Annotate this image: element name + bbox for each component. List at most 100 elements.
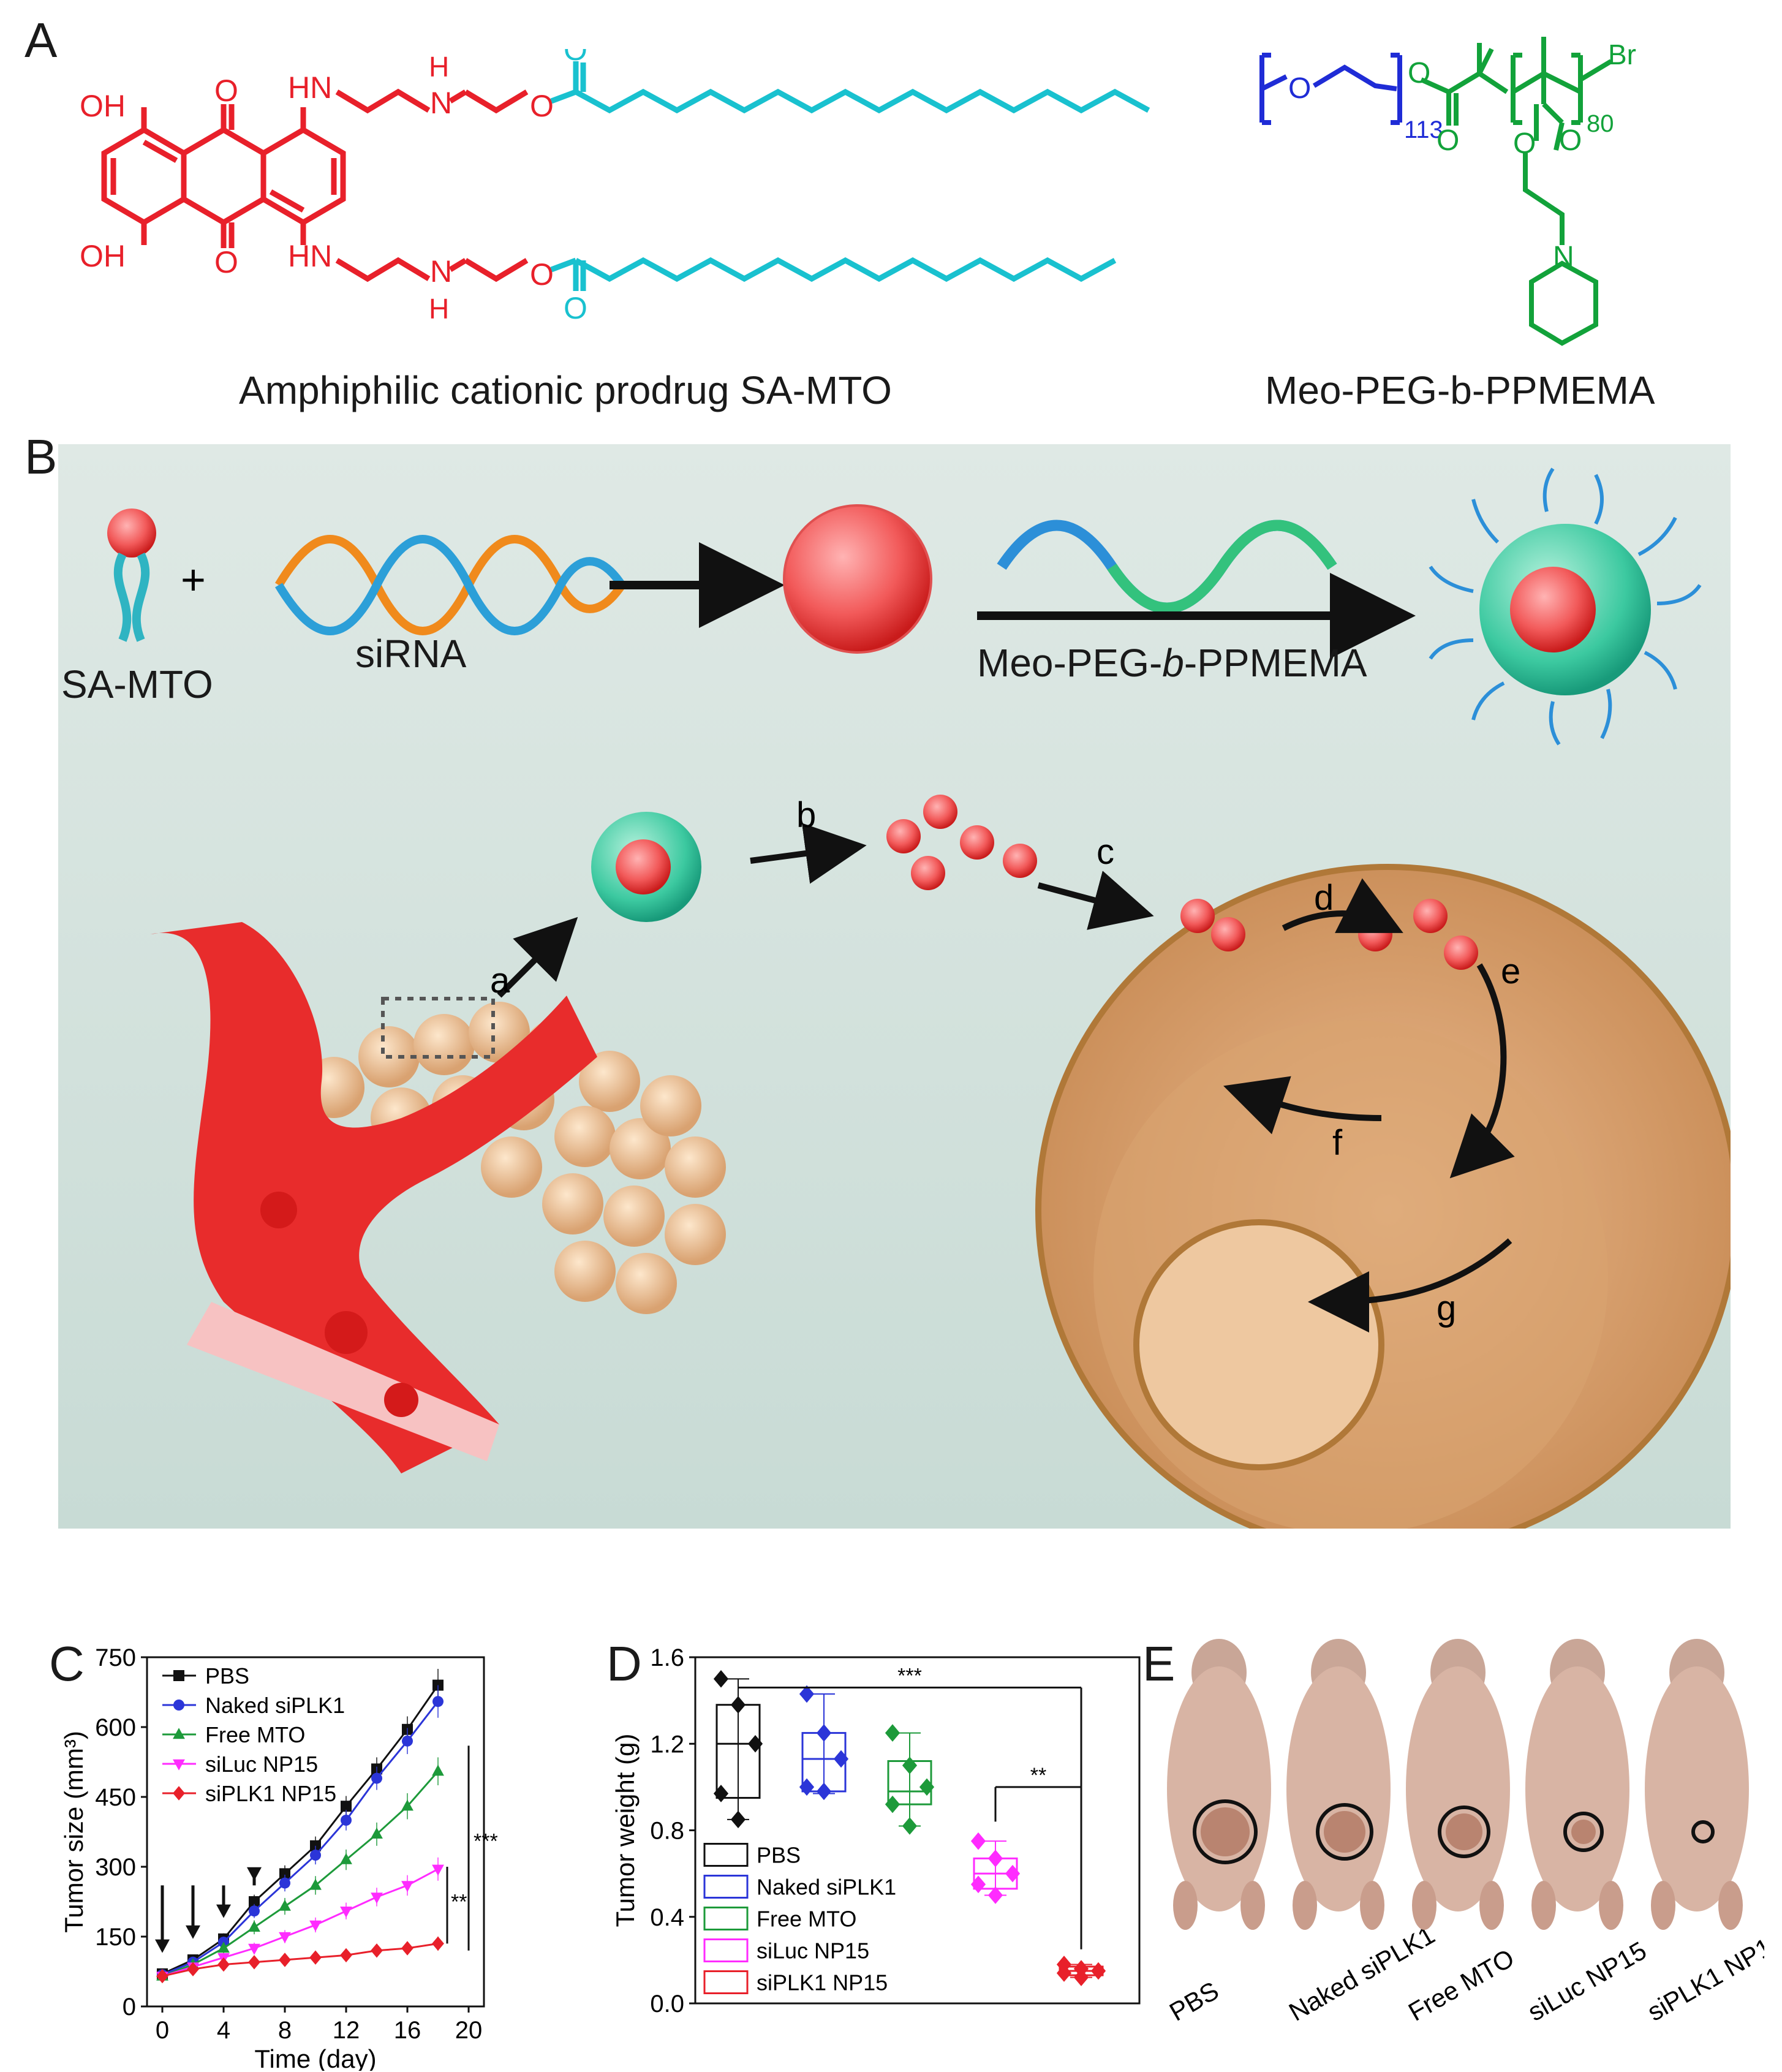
mouse-leg xyxy=(1173,1881,1198,1930)
panel-label-e: E xyxy=(1142,1636,1176,1691)
piperidine-n: N xyxy=(1553,241,1574,273)
data-point xyxy=(279,1932,291,1943)
arrow-step-f xyxy=(1223,1076,1382,1135)
y-tick-label: 0.0 xyxy=(650,1991,684,2017)
carbonyl-o-ppmema: O xyxy=(1437,124,1459,157)
legend-label: siLuc NP15 xyxy=(757,1938,869,1964)
data-point xyxy=(371,1772,382,1784)
y-tick-label: 300 xyxy=(95,1854,136,1881)
legend-swatch xyxy=(703,1875,749,1899)
data-point xyxy=(816,1724,832,1742)
data-point xyxy=(902,1756,918,1774)
tumor-circle xyxy=(1193,1799,1258,1864)
y-tick-label: 1.6 xyxy=(650,1644,684,1671)
data-point xyxy=(432,1764,444,1776)
data-point xyxy=(248,1943,260,1955)
mouse-leg xyxy=(1599,1881,1623,1930)
data-point xyxy=(401,1799,413,1811)
nucleus xyxy=(1133,1219,1384,1470)
assembly-schematic: + xyxy=(107,467,1731,1529)
arrow-step-g xyxy=(1308,1238,1512,1333)
step-b-label: b xyxy=(796,795,816,835)
data-point xyxy=(1005,1864,1021,1883)
series-line xyxy=(162,1868,439,1978)
sa-mto-icon xyxy=(107,509,156,642)
significance-label: *** xyxy=(897,1664,922,1687)
data-point xyxy=(310,1850,321,1861)
mouse-group-label: PBS xyxy=(1165,1976,1223,2027)
legend-marker xyxy=(173,1670,184,1681)
sa-mto-icon-label: SA-MTO xyxy=(61,662,213,706)
tumor xyxy=(1201,1807,1250,1856)
data-point xyxy=(340,1853,352,1864)
y-axis-label: Tumor size (mm³) xyxy=(59,1731,88,1933)
data-point xyxy=(248,1955,260,1970)
x-tick-label: 12 xyxy=(333,2017,360,2044)
mouse xyxy=(1167,1639,1271,1930)
step-d-label: d xyxy=(1314,878,1334,918)
significance-label: ** xyxy=(451,1890,467,1913)
mouse-leg xyxy=(1240,1881,1265,1930)
data-point xyxy=(730,1810,746,1829)
step-e-label: e xyxy=(1501,951,1520,991)
legend-label: PBS xyxy=(205,1663,249,1688)
data-point xyxy=(217,1957,230,1972)
mouse-leg xyxy=(1531,1881,1556,1930)
arrow-step-d xyxy=(1282,878,1403,933)
data-point xyxy=(902,1817,918,1835)
ester-o-bottom: O xyxy=(530,257,554,292)
legend-label: Naked siPLK1 xyxy=(205,1693,345,1718)
h-label-top: H xyxy=(429,51,449,83)
dosing-arrowhead xyxy=(186,1925,200,1939)
data-point xyxy=(309,1950,322,1965)
mouse-body xyxy=(1525,1666,1629,1911)
dosing-arrowhead xyxy=(155,1939,170,1953)
mouse xyxy=(1406,1639,1510,1930)
mouse-leg xyxy=(1412,1881,1437,1930)
oh-label-top: OH xyxy=(80,89,126,123)
legend-label: Free MTO xyxy=(205,1722,305,1747)
meo-peg-caption: Meo-PEG-b-PPMEMA xyxy=(1265,368,1655,412)
x-axis-label: Time (day) xyxy=(254,2044,376,2071)
data-point xyxy=(713,1670,729,1688)
legend-swatch xyxy=(703,1907,749,1930)
data-point xyxy=(432,1696,444,1707)
ppmema-block xyxy=(1420,37,1613,346)
tumor xyxy=(1324,1811,1365,1853)
data-point xyxy=(799,1685,815,1703)
mouse-body xyxy=(1167,1666,1271,1911)
data-point xyxy=(279,1877,290,1889)
legend-label: siPLK1 NP15 xyxy=(757,1970,888,1995)
data-point xyxy=(341,1801,352,1812)
plus-sign: + xyxy=(181,556,206,603)
mouse-group-label: siLuc NP15 xyxy=(1523,1936,1652,2027)
legend-label: Naked siPLK1 xyxy=(757,1875,896,1900)
step-g-label: g xyxy=(1437,1288,1456,1328)
data-point xyxy=(279,1899,291,1911)
mouse-leg xyxy=(1293,1881,1317,1930)
ester-o-top: O xyxy=(530,89,554,123)
data-point xyxy=(713,1785,729,1802)
legend-swatch xyxy=(703,1970,749,1994)
data-point xyxy=(833,1750,849,1768)
x-tick-label: 20 xyxy=(455,2017,483,2044)
significance-label: ** xyxy=(1030,1764,1046,1787)
arrow-step-e xyxy=(1449,963,1515,1179)
data-point xyxy=(371,1828,383,1839)
data-point xyxy=(371,1943,383,1958)
arrow-step-a xyxy=(497,917,578,998)
mouse-leg xyxy=(1360,1881,1384,1930)
circulating-nanoparticle xyxy=(591,812,701,922)
mouse-leg xyxy=(1479,1881,1504,1930)
stearic-chains xyxy=(550,61,1150,291)
data-point xyxy=(249,1905,260,1917)
panel-label-b: B xyxy=(25,429,58,484)
y-tick-label: 600 xyxy=(95,1714,136,1741)
peg-block xyxy=(1259,53,1402,125)
x-tick-label: 0 xyxy=(156,2017,169,2044)
series-line xyxy=(162,1771,439,1978)
step-c-label: c xyxy=(1097,832,1114,872)
data-point xyxy=(309,1878,322,1890)
mouse-group-label: siPLK1 NP15 xyxy=(1642,1925,1764,2027)
n-label-bottom: N xyxy=(430,254,452,289)
